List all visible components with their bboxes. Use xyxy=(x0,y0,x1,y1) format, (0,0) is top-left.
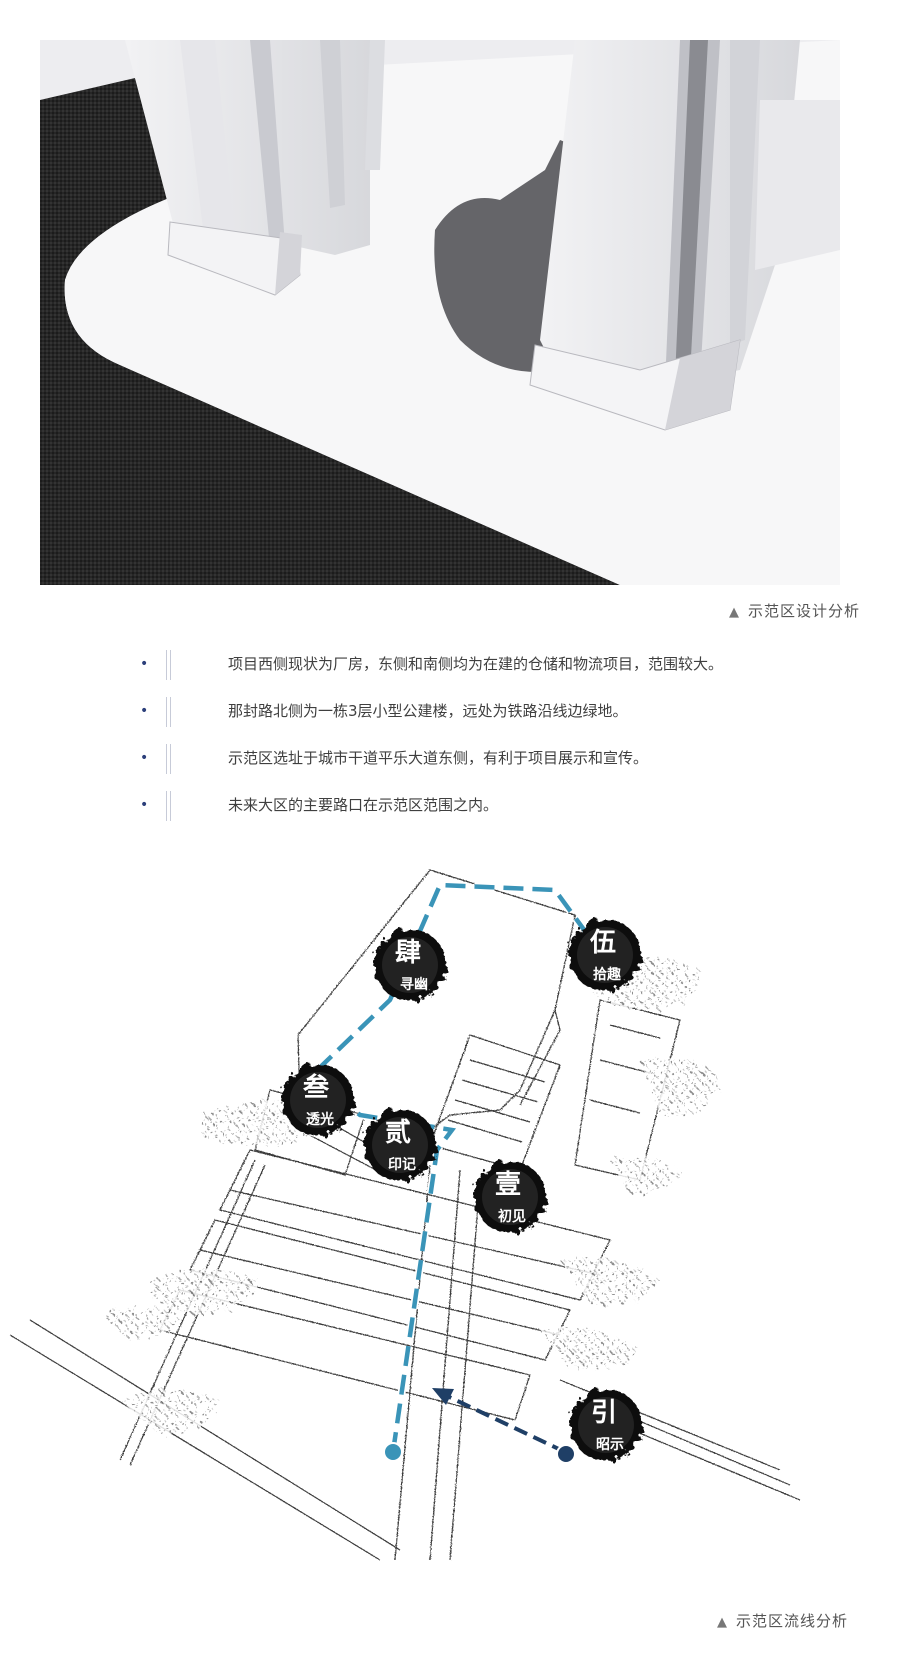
design-render-image xyxy=(40,40,840,585)
bullet-text: 那封路北侧为一栋3层小型公建楼，远处为铁路沿线边绿地。 xyxy=(228,702,628,720)
svg-text:寻幽: 寻幽 xyxy=(400,977,428,993)
divider xyxy=(166,791,171,821)
dot-icon: • xyxy=(140,750,149,766)
list-item: • 未来大区的主要路口在示范区范围之内。 xyxy=(140,791,860,838)
arrow-head-icon xyxy=(432,1388,454,1405)
triangle-up-icon: ▲ xyxy=(728,605,740,620)
flow-route xyxy=(306,880,594,1464)
flow-node: 引 昭示 xyxy=(570,1389,642,1461)
flow-node: 叁 透光 xyxy=(282,1064,354,1136)
analysis-bullet-list: • 项目西侧现状为厂房，东侧和南侧均为在建的仓储和物流项目，范围较大。 • 那封… xyxy=(140,650,860,838)
flow-node: 肆 寻幽 xyxy=(374,929,446,1001)
bullet-text: 未来大区的主要路口在示范区范围之内。 xyxy=(228,796,499,814)
svg-text:透光: 透光 xyxy=(306,1111,334,1128)
svg-text:肆: 肆 xyxy=(395,938,421,968)
dot-icon: • xyxy=(140,703,149,719)
svg-text:拾趣: 拾趣 xyxy=(593,966,622,983)
list-item: • 那封路北侧为一栋3层小型公建楼，远处为铁路沿线边绿地。 xyxy=(140,697,860,744)
flow-node: 壹 初见 xyxy=(474,1161,546,1233)
svg-text:昭示: 昭示 xyxy=(596,1437,624,1453)
bullet-text: 示范区选址于城市干道平乐大道东侧，有利于项目展示和宣传。 xyxy=(228,749,649,767)
list-item: • 项目西侧现状为厂房，东侧和南侧均为在建的仓储和物流项目，范围较大。 xyxy=(140,650,860,697)
route-start-dot xyxy=(383,1442,403,1462)
flow-node: 贰 印记 xyxy=(364,1109,436,1181)
divider xyxy=(166,744,171,774)
foliage-texture xyxy=(100,954,720,1435)
flow-analysis-caption: ▲示范区流线分析 xyxy=(716,1612,848,1630)
svg-text:引: 引 xyxy=(591,1398,617,1428)
dot-icon: • xyxy=(140,797,149,813)
dot-icon: • xyxy=(140,656,149,672)
svg-text:伍: 伍 xyxy=(590,928,616,958)
divider xyxy=(166,697,171,727)
flow-analysis-diagram: 引 昭示 壹 初见 贰 印记 叁 透光 肆 寻幽 xyxy=(0,860,900,1580)
svg-text:壹: 壹 xyxy=(495,1170,521,1200)
divider xyxy=(166,650,171,680)
route-entry-dot xyxy=(556,1444,576,1464)
svg-text:初见: 初见 xyxy=(498,1208,526,1225)
list-item: • 示范区选址于城市干道平乐大道东侧，有利于项目展示和宣传。 xyxy=(140,744,860,791)
route-main-path xyxy=(308,882,592,1453)
svg-text:贰: 贰 xyxy=(385,1118,411,1148)
bullet-text: 项目西侧现状为厂房，东侧和南侧均为在建的仓储和物流项目，范围较大。 xyxy=(228,655,724,673)
flow-node: 伍 拾趣 xyxy=(569,919,641,991)
triangle-up-icon: ▲ xyxy=(716,1615,728,1630)
design-analysis-caption: ▲示范区设计分析 xyxy=(728,602,860,620)
svg-text:印记: 印记 xyxy=(388,1156,416,1173)
route-entry-path xyxy=(444,1393,566,1454)
svg-text:叁: 叁 xyxy=(302,1072,330,1103)
